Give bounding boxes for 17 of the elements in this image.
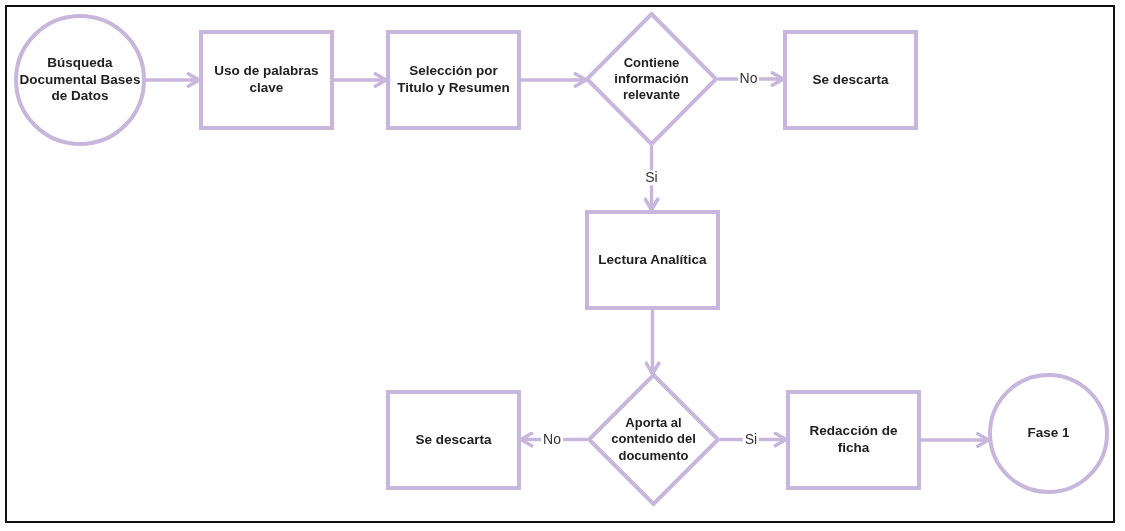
arrow <box>521 71 588 89</box>
end-circle: Fase 1 <box>988 373 1109 494</box>
process-box: Selección por Titulo y Resumen <box>386 30 521 130</box>
process-box: Se descarta <box>386 390 521 490</box>
arrow <box>720 430 788 449</box>
arrow <box>334 71 388 89</box>
start-circle: Búsqueda Documental Bases de Datos <box>14 14 146 146</box>
edge-label: Si <box>643 170 660 186</box>
process-box: Redacción de ficha <box>786 390 921 490</box>
arrow <box>643 310 662 376</box>
process-box: Uso de palabras clave <box>199 30 334 130</box>
decision-diamond: Contiene información relevante <box>585 12 718 146</box>
process-box: Lectura Analítica <box>585 210 720 310</box>
arrow <box>642 146 661 212</box>
decision-diamond: Aporta al contenido del documento <box>587 373 720 506</box>
process-box: Se descarta <box>783 30 918 130</box>
arrow <box>146 71 201 89</box>
